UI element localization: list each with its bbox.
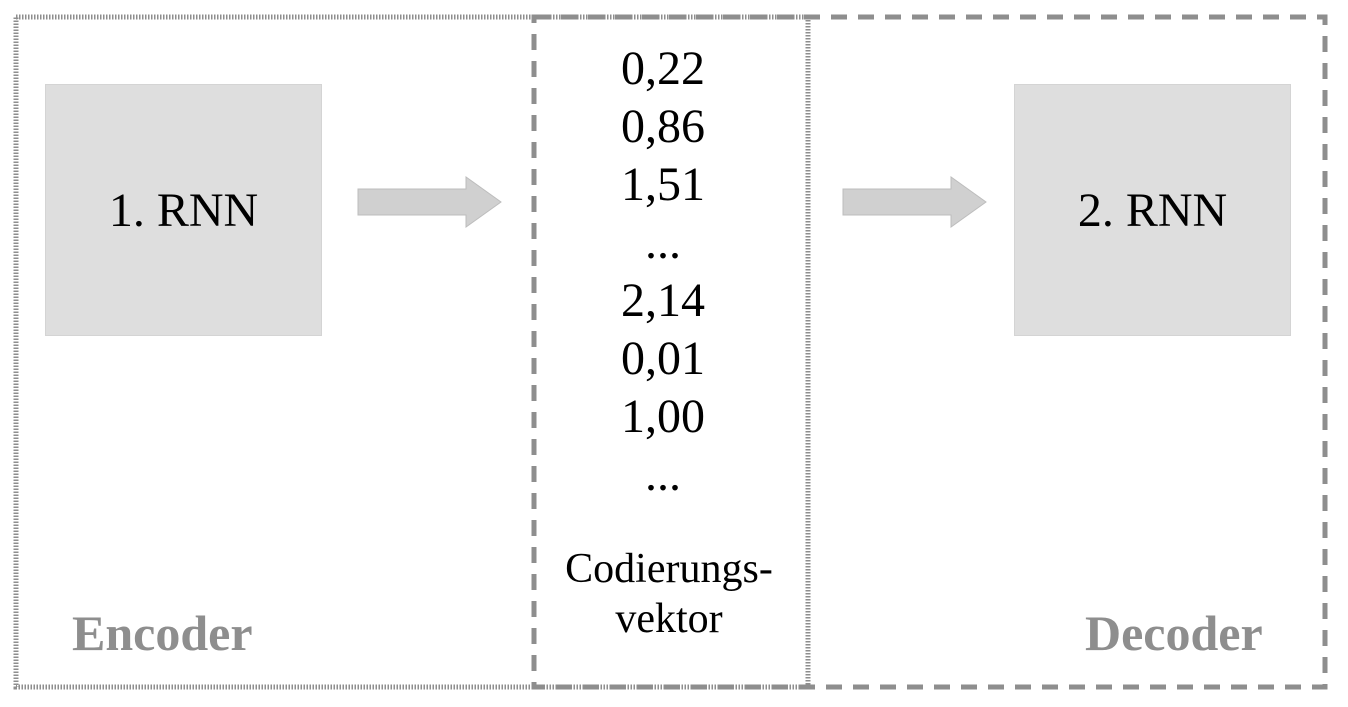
vector-value: 0,22 <box>621 42 705 95</box>
vector-label-line2: vektor <box>615 596 723 642</box>
vector-label-line1: Codierungs- <box>565 546 773 592</box>
vector-value: 1,51 <box>621 158 705 211</box>
decoder-rnn-label: 2. RNN <box>1077 183 1228 237</box>
vector-value: ... <box>645 448 681 501</box>
encoder-rnn-label: 1. RNN <box>108 183 259 237</box>
vector-value: 0,01 <box>621 332 705 385</box>
arrow-right-icon <box>357 176 502 228</box>
encoder-rnn-box: 1. RNN <box>45 84 322 336</box>
encoder-region-border <box>13 14 811 690</box>
encoding-vector-label: Codierungs- vektor <box>538 544 800 644</box>
decoder-label: Decoder <box>1085 605 1263 661</box>
encoding-vector-values: 0,22 0,86 1,51 ... 2,14 0,01 1,00 ... <box>538 40 788 504</box>
vector-value: 2,14 <box>621 274 705 327</box>
encoder-label: Encoder <box>72 605 253 661</box>
vector-value: ... <box>645 216 681 269</box>
decoder-rnn-box: 2. RNN <box>1014 84 1291 336</box>
arrow-right-icon <box>842 176 987 228</box>
vector-value: 0,86 <box>621 100 705 153</box>
vector-value: 1,00 <box>621 390 705 443</box>
